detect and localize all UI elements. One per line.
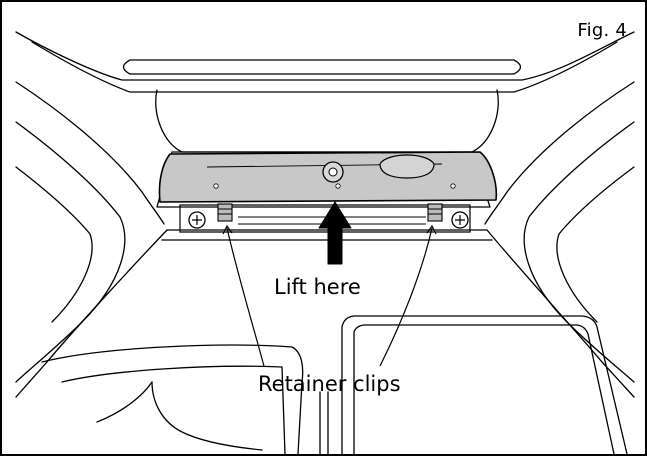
right-clip-leader — [379, 227, 433, 367]
top-rail — [122, 59, 522, 75]
cushion-outline — [166, 229, 635, 398]
left-screw — [188, 211, 206, 229]
retainer-clips-callout: Retainer clips — [258, 372, 401, 396]
right-bolster — [484, 81, 635, 225]
seat-back-inner — [31, 41, 618, 93]
right-screw — [451, 211, 469, 229]
storage-lid — [341, 315, 628, 454]
lift-here-callout: Lift here — [274, 275, 361, 299]
right-retainer-clip — [427, 203, 443, 222]
left-clip-leader — [226, 227, 265, 367]
lift-arrow — [318, 201, 352, 265]
figure-number: Fig. 4 — [577, 20, 627, 41]
left-bolster — [15, 81, 165, 225]
left-retainer-clip — [217, 203, 233, 222]
left-recess — [41, 344, 304, 454]
seat-back-outline — [15, 31, 635, 81]
